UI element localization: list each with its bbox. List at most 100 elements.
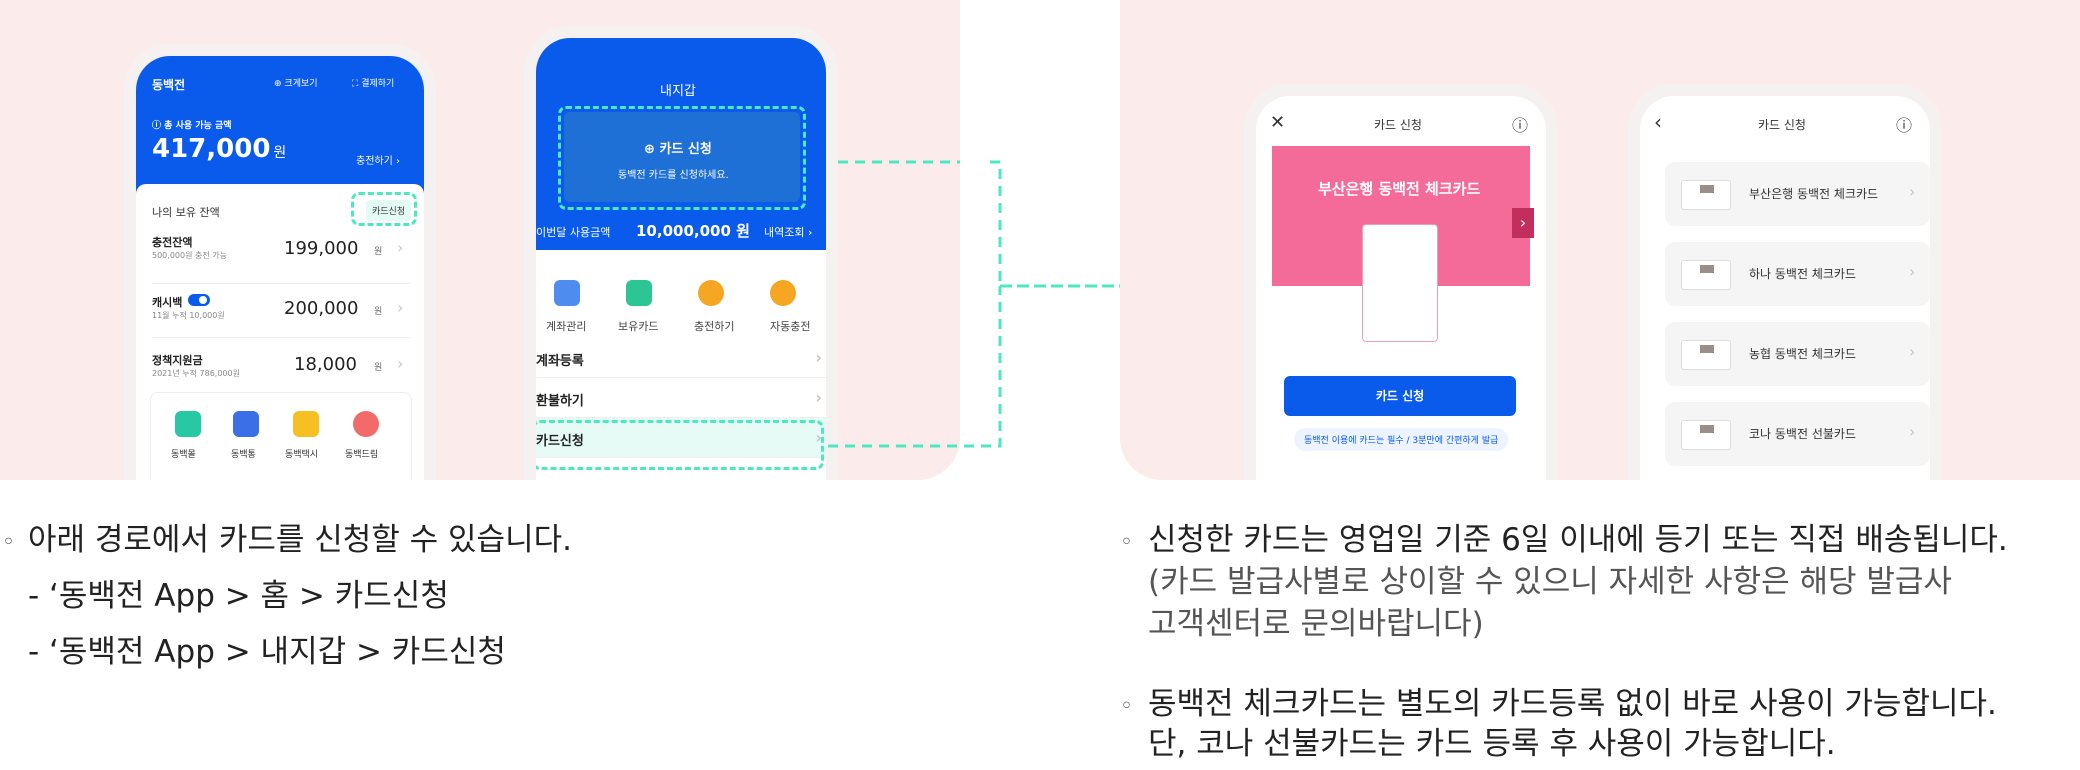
right-panel: ✕ 카드 신청 ⓘ 부산은행 동백전 체크카드 › 카드 신청 동백전 이용에 … [1120, 0, 2080, 480]
apply-card-sub: 동백전 카드를 신청하세요. [618, 170, 729, 181]
service-label[interactable]: 동백드림 [345, 450, 379, 460]
total-label: ⓘ 총 사용 가능 금액 [152, 121, 232, 131]
chevron-right-icon[interactable]: › [1512, 208, 1534, 238]
caption-left-path1: - ‘동백전 App > 홈 > 카드신청 [28, 578, 449, 614]
chevron-right-icon: › [815, 428, 822, 447]
services-box: 동백몰 동백통 동백택시 동백드림 [150, 392, 412, 480]
card-list-phone: ‹ 카드 신청 ⓘ 부산은행 동백전 체크카드 › 하나 동백전 체크카드 › … [1640, 96, 1930, 480]
won-label: 원 [374, 307, 383, 317]
chevron-right-icon: › [815, 388, 822, 407]
caption-right1-line1: 신청한 카드는 영업일 기준 6일 이내에 등기 또는 직접 배송됩니다. [1148, 522, 2008, 558]
wallet-phone: 내지갑 ⊕ 카드 신청 동백전 카드를 신청하세요. 이번달 사용금액 10,0… [536, 38, 826, 480]
card-apply-highlight [351, 192, 417, 226]
caption-right1-line2: (카드 발급사별로 상이할 수 있으니 자세한 사항은 해당 발급사 [1148, 564, 1952, 600]
zoom-icon: ⊕ [274, 79, 282, 89]
card-list-item[interactable]: 코나 동백전 선불카드 › [1665, 402, 1930, 466]
history-link[interactable]: 내역조회 › [764, 226, 813, 239]
scooter-icon [233, 411, 259, 437]
chevron-right-icon: › [1909, 342, 1916, 361]
charge-link[interactable]: 충전하기 › [356, 156, 400, 167]
apply-title: 카드 신청 [1374, 118, 1422, 132]
shopping-bag-icon [175, 411, 201, 437]
scan-icon: ⛶ [352, 79, 359, 89]
card-thumbnail [1681, 340, 1731, 370]
apply-card-title: ⊕ 카드 신청 [644, 142, 712, 157]
chevron-right-icon: › [1909, 182, 1916, 201]
apply-button[interactable]: 카드 신청 [1284, 376, 1516, 416]
plus-circle-icon: ⊕ [644, 142, 655, 157]
chevron-right-icon: › [1909, 262, 1916, 281]
apply-card-box[interactable] [564, 112, 800, 202]
list-title: 카드 신청 [1758, 118, 1806, 132]
menu-card-apply-highlight [536, 420, 824, 470]
apply-card-highlight [558, 106, 806, 210]
balance-row[interactable]: 캐시백 11월 누적 10,000원 200,000 원 › [152, 284, 410, 338]
chevron-right-icon: › [807, 226, 813, 239]
close-icon[interactable]: ✕ [1270, 112, 1286, 133]
card-banner-title: 부산은행 동백전 체크카드 [1318, 180, 1481, 198]
monthly-amount: 10,000,000 원 [636, 222, 750, 240]
chevron-right-icon: › [396, 156, 400, 167]
flow-arrow-gap [960, 160, 1196, 448]
bullet-icon: ◦ [1120, 530, 1133, 555]
chevron-right-icon: › [397, 238, 404, 257]
chevron-right-icon: › [1909, 422, 1916, 441]
action-label[interactable]: 충전하기 [694, 320, 735, 333]
caption-right1-line3: 고객센터로 문의바랍니다) [1148, 606, 1484, 642]
wallet-title: 내지갑 [660, 84, 696, 99]
app-name: 동백전 [152, 78, 186, 92]
caption-right2-line1: 동백전 체크카드는 별도의 카드등록 없이 바로 사용이 가능합니다. [1148, 686, 1997, 722]
card-thumbnail [1681, 180, 1731, 210]
card-thumbnail [1681, 260, 1731, 290]
card-image [1362, 224, 1438, 342]
caption-right2-line2: 단, 코나 선불카드는 카드 등록 후 사용이 가능합니다. [1148, 726, 1836, 762]
card-thumbnail [1681, 420, 1731, 450]
action-label[interactable]: 보유카드 [618, 320, 659, 333]
card-list-item[interactable]: 농협 동백전 체크카드 › [1665, 322, 1930, 386]
balance-row[interactable]: 충전잔액 500,000원 충전 가능 199,000 원 › [152, 234, 410, 284]
menu-item[interactable]: 계좌등록 › [536, 338, 826, 378]
card-list-item[interactable]: 하나 동백전 체크카드 › [1665, 242, 1930, 306]
card-apply-chip[interactable]: 카드신청 [366, 200, 412, 221]
chevron-right-icon: › [815, 348, 822, 367]
home-header [136, 56, 424, 196]
card-icon [626, 280, 652, 306]
heart-icon [353, 411, 379, 437]
bullet-icon: ◦ [2, 530, 15, 555]
service-label[interactable]: 동백택시 [285, 450, 319, 460]
help-icon[interactable]: ⓘ [1512, 116, 1529, 135]
balance-title: 나의 보유 잔액 [152, 206, 220, 219]
menu-item[interactable]: 환불하기 › [536, 378, 826, 418]
monthly-label: 이번달 사용금액 [536, 226, 611, 239]
apply-notice: 동백전 이용에 카드는 필수 / 3분만에 간편하게 발급 [1294, 428, 1509, 451]
won-label: 원 [374, 247, 383, 257]
chevron-right-icon: › [397, 354, 404, 373]
card-list-item[interactable]: 부산은행 동백전 체크카드 › [1665, 162, 1930, 226]
info-icon: ⓘ [152, 121, 162, 131]
cashback-toggle[interactable] [188, 294, 210, 306]
apply-phone: ✕ 카드 신청 ⓘ 부산은행 동백전 체크카드 › 카드 신청 동백전 이용에 … [1256, 96, 1546, 480]
pay-button[interactable]: ⛶ 결제하기 [352, 79, 395, 89]
won-label: 원 [374, 363, 383, 373]
caption-left-main: 아래 경로에서 카드를 신청할 수 있습니다. [28, 522, 572, 558]
auto-charge-icon [770, 280, 796, 306]
action-label[interactable]: 자동충전 [770, 320, 811, 333]
flow-arrow [828, 160, 960, 448]
menu-item-card-apply[interactable]: 카드신청 › [536, 418, 826, 458]
caption-left-path2: - ‘동백전 App > 내지갑 > 카드신청 [28, 634, 506, 670]
back-icon[interactable]: ‹ [1654, 110, 1662, 134]
service-label[interactable]: 동백몰 [171, 450, 196, 460]
charge-icon [698, 280, 724, 306]
taxi-icon [293, 411, 319, 437]
bullet-icon: ◦ [1120, 694, 1133, 719]
help-icon[interactable]: ⓘ [1896, 116, 1913, 135]
chevron-right-icon: › [397, 298, 404, 317]
zoom-button[interactable]: ⊕ 크게보기 [274, 79, 318, 89]
bank-icon [554, 280, 580, 306]
balance-row[interactable]: 정책지원금 2021년 누적 786,000원 18,000 원 › [152, 354, 404, 378]
action-label[interactable]: 계좌관리 [546, 320, 587, 333]
service-label[interactable]: 동백통 [231, 450, 256, 460]
